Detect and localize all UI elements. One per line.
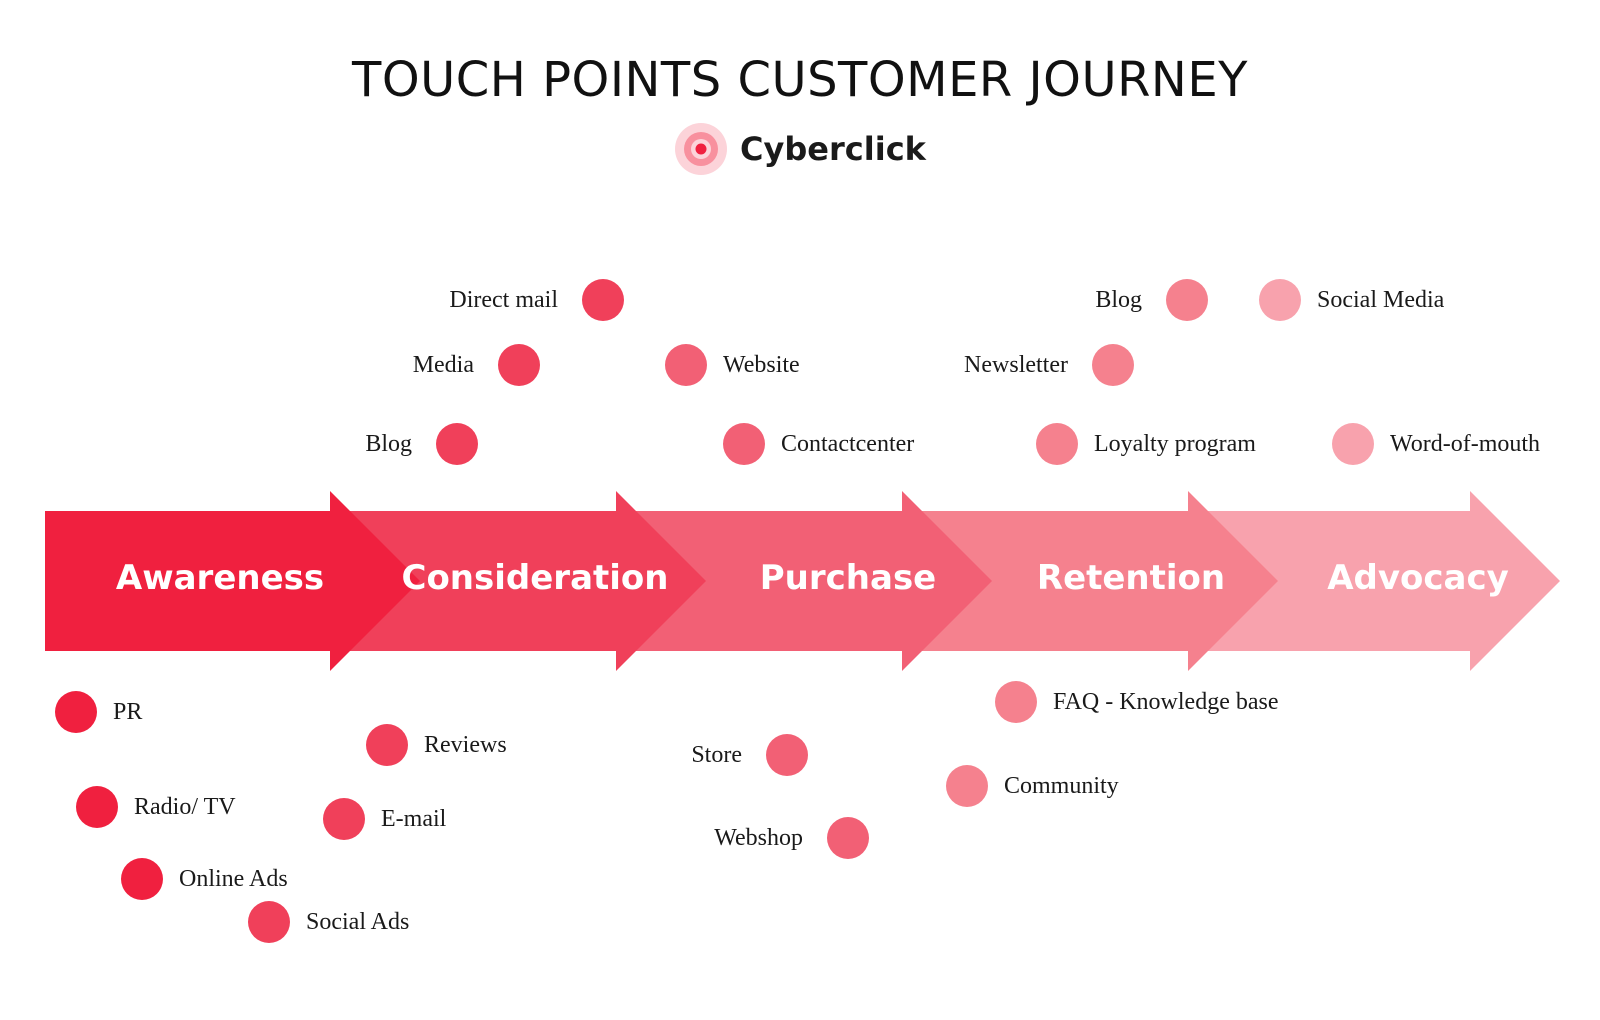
touchpoint-blog: Blog (1095, 279, 1208, 321)
touchpoint-dot (1259, 279, 1301, 321)
stage-retention: Retention (1036, 558, 1226, 598)
stage-awareness: Awareness (115, 558, 325, 598)
touchpoint-label: Community (1004, 772, 1119, 799)
touchpoint-dot (366, 724, 408, 766)
touchpoint-dot (323, 798, 365, 840)
touchpoint-store: Store (691, 734, 808, 776)
touchpoint-word-of-mouth: Word-of-mouth (1332, 423, 1540, 465)
touchpoint-label: Word-of-mouth (1390, 430, 1541, 457)
stage-purchase: Purchase (759, 558, 937, 598)
touchpoint-email: E-mail (323, 798, 446, 840)
touchpoint-loyalty-program: Loyalty program (1036, 423, 1256, 465)
touchpoint-label: Contactcenter (781, 430, 915, 457)
touchpoint-dot (498, 344, 540, 386)
touchpoint-dot (946, 765, 988, 807)
touchpoint-label: Loyalty program (1094, 430, 1256, 457)
touchpoint-community: Community (946, 765, 1119, 807)
touchpoint-reviews: Reviews (366, 724, 507, 766)
touchpoint-label: Website (723, 351, 800, 378)
touchpoint-dot (582, 279, 624, 321)
touchpoint-direct-mail: Direct mail (449, 279, 624, 321)
touchpoint-dot (1166, 279, 1208, 321)
touchpoint-radio-tv: Radio/ TV (76, 786, 236, 828)
touchpoint-label: Reviews (424, 731, 507, 758)
target-icon (675, 123, 728, 175)
arrow-consideration (330, 491, 706, 671)
brand: Cyberclick (0, 122, 1600, 176)
touchpoint-dot (723, 423, 765, 465)
touchpoint-label: Blog (1095, 286, 1142, 313)
touchpoint-webshop: Webshop (714, 817, 869, 859)
arrow-purchase (614, 491, 992, 671)
touchpoint-website: Website (665, 344, 800, 386)
touchpoint-dot (55, 691, 97, 733)
touchpoint-dot (665, 344, 707, 386)
touchpoint-label: FAQ - Knowledge base (1053, 688, 1279, 715)
touchpoint-label: Blog (365, 430, 412, 457)
touchpoint-label: Webshop (714, 824, 803, 851)
touchpoint-label: Social Media (1317, 286, 1445, 313)
arrow-advocacy (1186, 491, 1560, 671)
touchpoint-label: Newsletter (964, 351, 1068, 378)
touchpoint-pr: PR (55, 691, 142, 733)
touchpoint-faq-knowledge-base: FAQ - Knowledge base (995, 681, 1279, 723)
touchpoint-label: Direct mail (449, 286, 558, 313)
touchpoint-dot (436, 423, 478, 465)
touchpoint-media: Media (413, 344, 540, 386)
touchpoint-label: Online Ads (179, 865, 288, 892)
stage-consideration: Consideration (401, 558, 669, 598)
touchpoint-dot (248, 901, 290, 943)
touchpoint-social-ads: Social Ads (248, 901, 409, 943)
touchpoint-dot (766, 734, 808, 776)
touchpoint-label: Store (691, 741, 742, 768)
touchpoint-dot (1092, 344, 1134, 386)
arrow-retention (900, 491, 1278, 671)
touchpoint-social-media: Social Media (1259, 279, 1444, 321)
touchpoint-dot (995, 681, 1037, 723)
touchpoint-label: Media (412, 351, 474, 378)
touchpoint-label: PR (113, 698, 143, 725)
brand-name: Cyberclick (740, 130, 926, 168)
touchpoint-newsletter: Newsletter (964, 344, 1134, 386)
touchpoint-dot (1036, 423, 1078, 465)
touchpoint-label: Radio/ TV (134, 793, 236, 820)
touchpoint-dot (121, 858, 163, 900)
arrow-awareness (45, 491, 420, 671)
touchpoint-contactcenter: Contactcenter (723, 423, 914, 465)
touchpoint-dot (76, 786, 118, 828)
touchpoint-label: E-mail (381, 805, 447, 832)
touchpoint-blog: Blog (365, 423, 478, 465)
touchpoint-online-ads: Online Ads (121, 858, 288, 900)
touchpoint-dot (1332, 423, 1374, 465)
page-title: TOUCH POINTS CUSTOMER JOURNEY (352, 52, 1248, 108)
stage-advocacy: Advocacy (1327, 558, 1509, 598)
touchpoint-dot (827, 817, 869, 859)
touchpoint-label: Social Ads (306, 908, 410, 935)
